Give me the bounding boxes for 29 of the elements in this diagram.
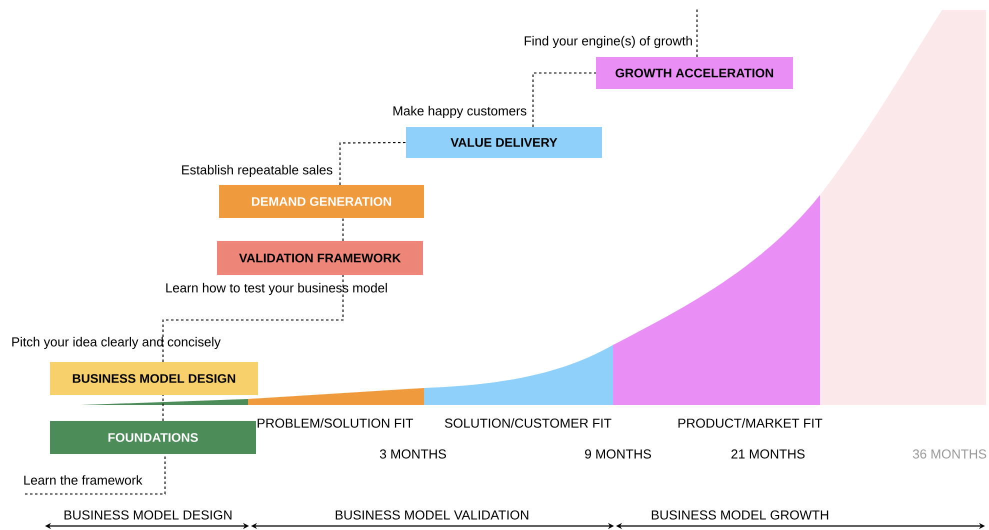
node-label: Establish repeatable sales <box>182 164 332 178</box>
connector-line <box>339 142 406 185</box>
node-label: Make happy customers <box>393 106 526 118</box>
node-label: Find your engine(s) of growth <box>524 36 692 48</box>
stage-box: DEMAND GENERATION <box>219 185 424 218</box>
connector-line <box>162 275 344 362</box>
axis-label: BUSINESS MODEL VALIDATION <box>336 510 528 520</box>
axis-label: BUSINESS MODEL DESIGN <box>64 510 232 520</box>
connector-line <box>696 8 698 57</box>
axis-label: 21 MONTHS <box>731 449 805 459</box>
axis-label: 3 MONTHS <box>380 449 446 459</box>
stage-box: GROWTH ACCELERATION <box>596 57 793 89</box>
stage-box: BUSINESS MODEL DESIGN <box>50 362 258 395</box>
node-label: Pitch your idea clearly and concisely <box>12 336 221 350</box>
node-label: Learn the framework <box>24 475 142 485</box>
stage-box: VALIDATION FRAMEWORK <box>217 241 423 275</box>
axis-label: PROBLEM/SOLUTION FIT <box>258 418 414 428</box>
connector-line <box>532 72 596 127</box>
axis-label: 9 MONTHS <box>585 449 651 459</box>
axis-label: SOLUTION/CUSTOMER FIT <box>444 418 612 428</box>
connector-line <box>162 395 164 421</box>
connector-line <box>25 454 166 495</box>
node-label: Learn how to test your business model <box>166 282 387 296</box>
connector-line <box>342 218 344 241</box>
stage-box: FOUNDATIONS <box>50 421 256 454</box>
stage-box: VALUE DELIVERY <box>406 127 602 158</box>
axis-label: 36 MONTHS <box>912 449 986 459</box>
axis-label: PRODUCT/MARKET FIT <box>678 418 822 428</box>
axis-label: BUSINESS MODEL GROWTH <box>652 510 828 520</box>
